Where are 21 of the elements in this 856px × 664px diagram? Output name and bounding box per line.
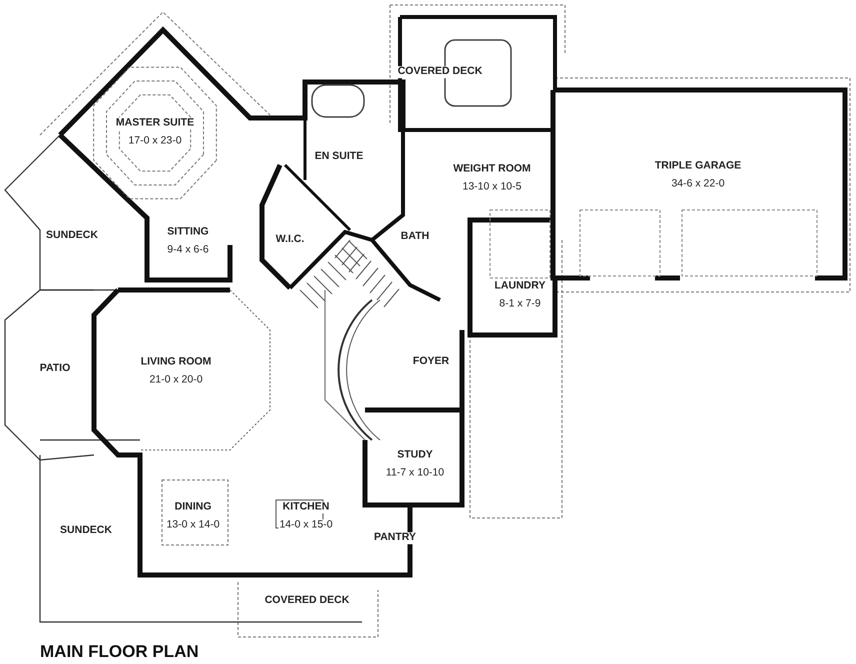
room-name: SITTING bbox=[166, 226, 210, 238]
room-dimensions: 13-0 x 14-0 bbox=[165, 519, 221, 531]
room-dimensions: 34-6 x 22-0 bbox=[670, 178, 726, 190]
room-dimensions: 8-1 x 7-9 bbox=[498, 298, 542, 310]
room-name: STUDY bbox=[396, 449, 434, 461]
room-name: KITCHEN bbox=[282, 501, 330, 513]
room-name: TRIPLE GARAGE bbox=[654, 160, 742, 172]
room-name: COVERED DECK bbox=[396, 66, 484, 78]
room-dimensions: 21-0 x 20-0 bbox=[148, 374, 204, 386]
room-name: DINING bbox=[174, 501, 212, 513]
room-name: WEIGHT ROOM bbox=[452, 163, 532, 175]
room-dimensions: 9-4 x 6-6 bbox=[166, 244, 210, 256]
room-dimensions: 14-0 x 15-0 bbox=[278, 519, 334, 531]
room-name: LIVING ROOM bbox=[140, 356, 212, 368]
room-name: LAUNDRY bbox=[494, 280, 546, 292]
room-dimensions: 17-0 x 23-0 bbox=[127, 135, 183, 147]
room-name: PANTRY bbox=[373, 532, 417, 544]
plan-title: MAIN FLOOR PLAN bbox=[40, 642, 199, 662]
room-dimensions: 11-7 x 10-10 bbox=[384, 467, 446, 479]
room-dimensions: 13-10 x 10-5 bbox=[462, 181, 522, 193]
room-name: MASTER SUITE bbox=[114, 117, 196, 129]
